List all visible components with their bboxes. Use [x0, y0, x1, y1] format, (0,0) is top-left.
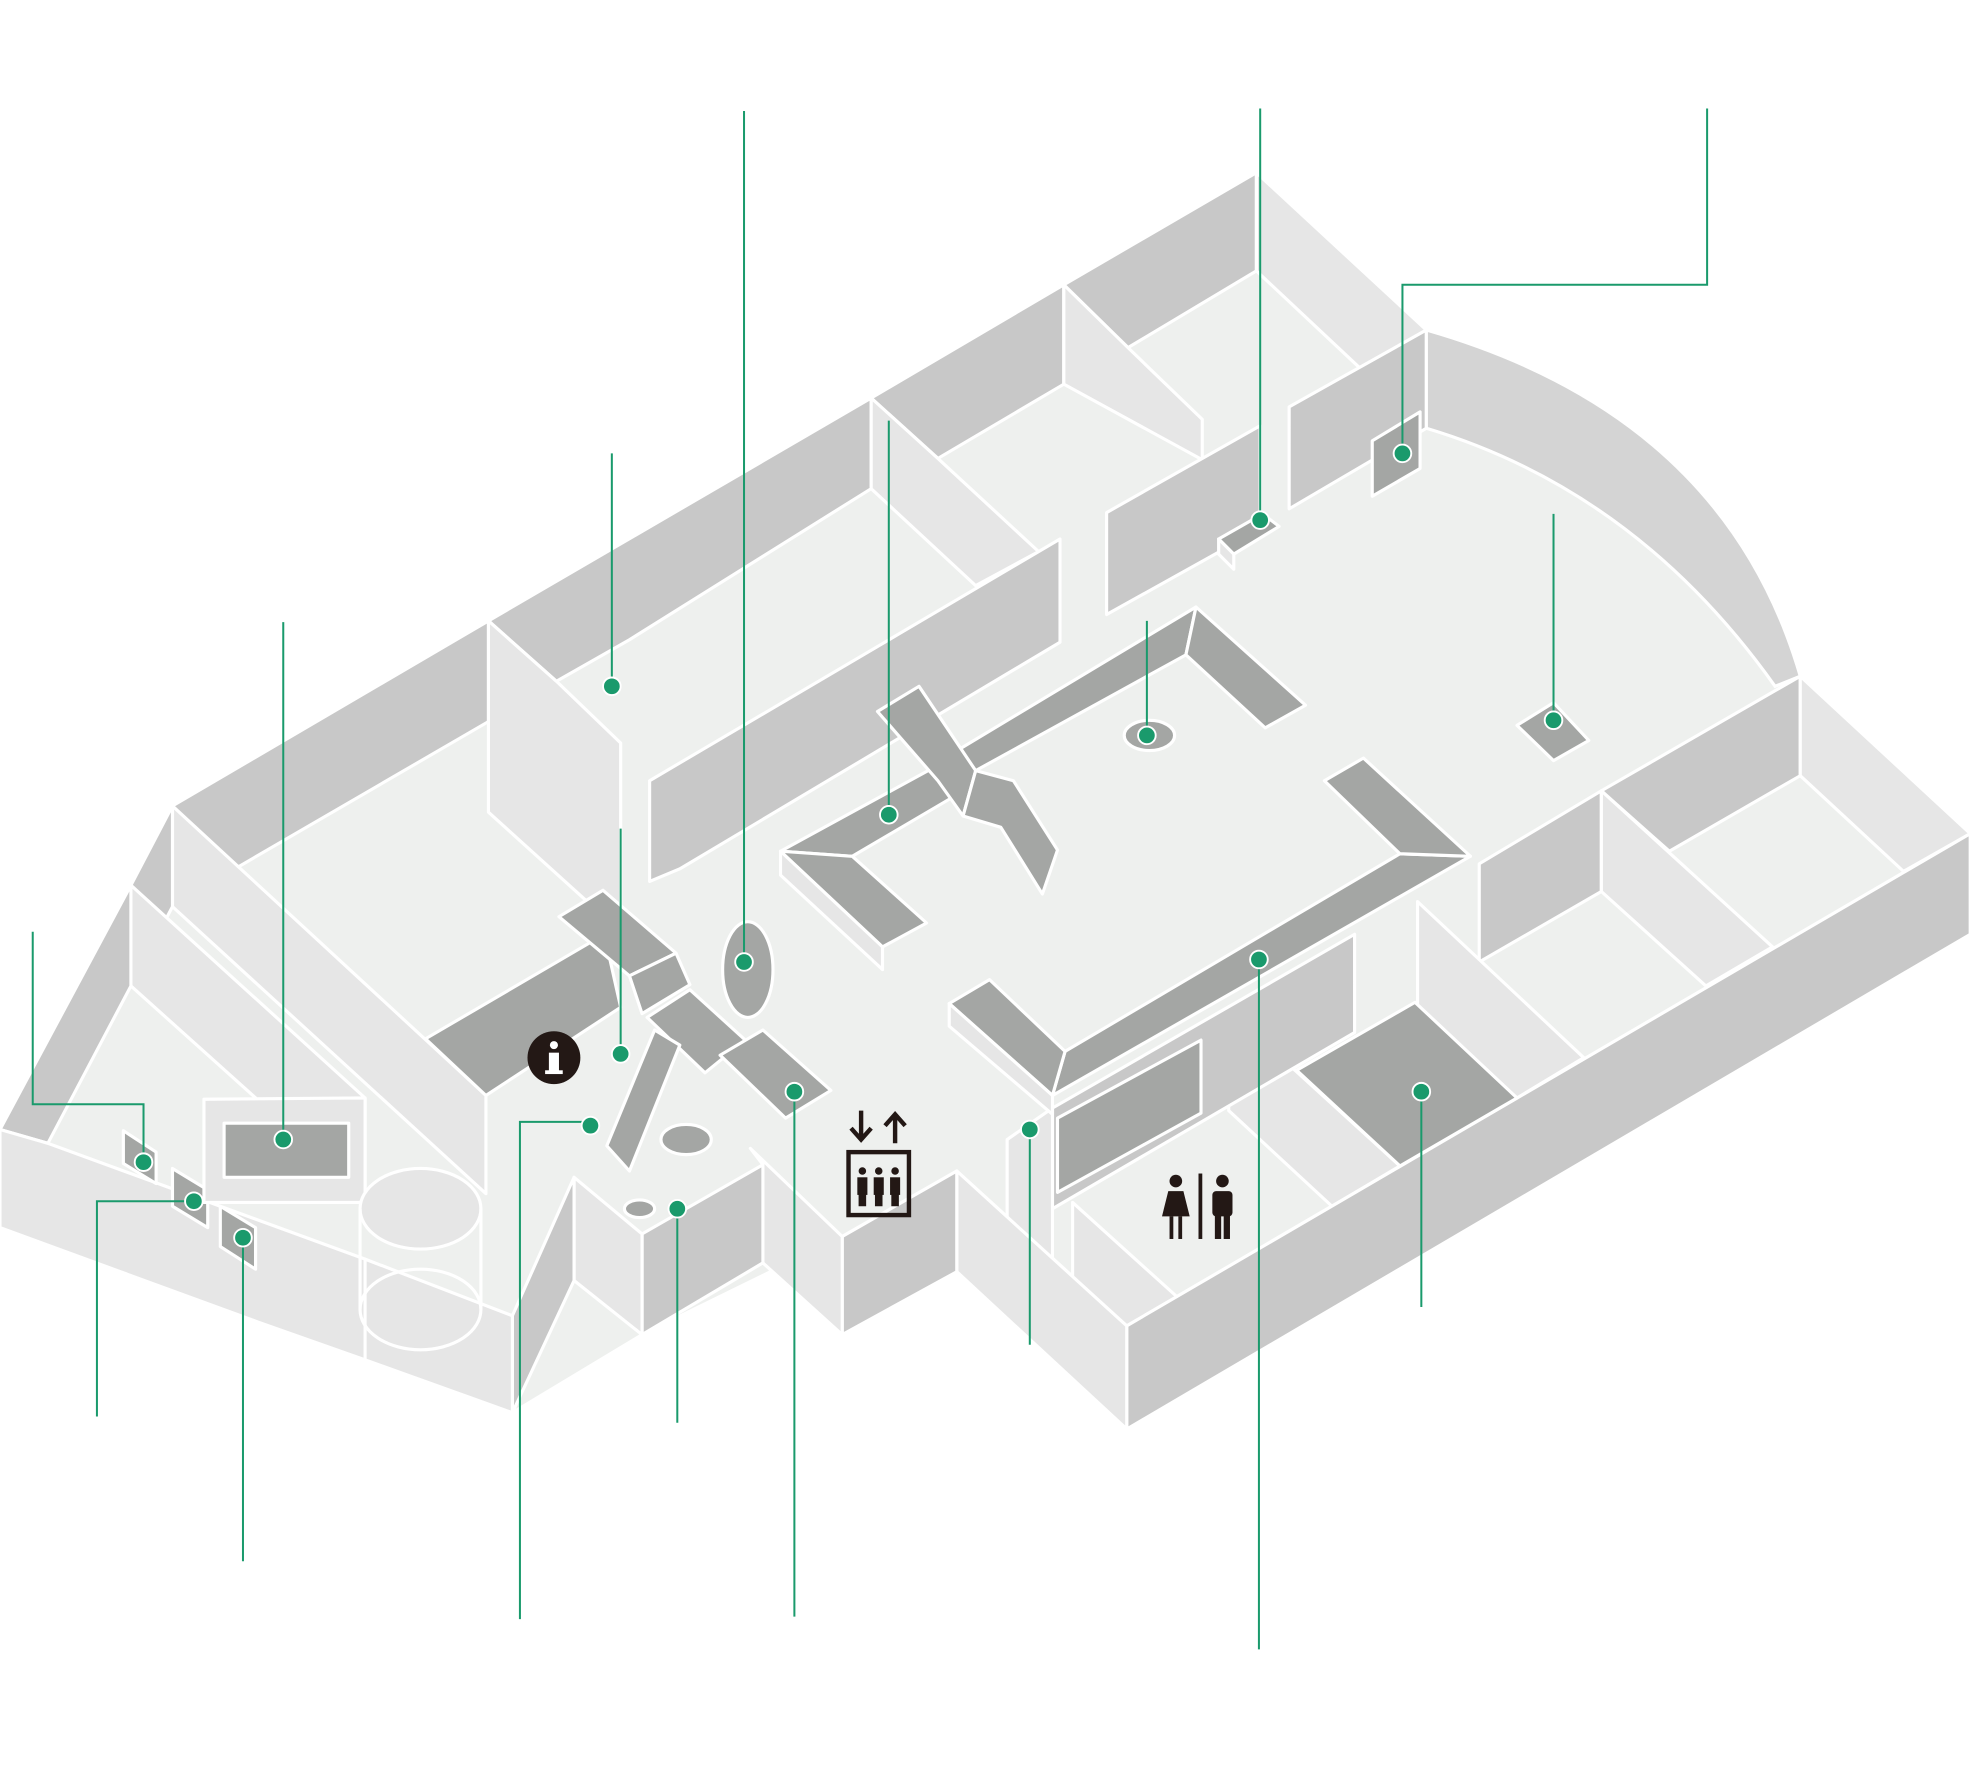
counter-side: [947, 1001, 1055, 1116]
partition-wall: [648, 537, 1062, 884]
revolving-door-body: [358, 1208, 483, 1310]
stair: [605, 1028, 682, 1173]
restroom-icon[interactable]: [1161, 1173, 1233, 1239]
callout-marker[interactable]: [1411, 1081, 1432, 1102]
display-stand: [718, 1028, 833, 1120]
room-block: [1295, 1000, 1519, 1168]
service-counter-top: [222, 1121, 351, 1179]
callout-marker[interactable]: [734, 952, 754, 972]
side-wall: [1062, 283, 1204, 462]
elevator-icon[interactable]: [846, 1110, 912, 1218]
walls-layer: [0, 171, 1972, 1431]
revolving-door: [358, 1166, 483, 1251]
callout-marker[interactable]: [667, 1199, 688, 1219]
callout-marker[interactable]: [1249, 949, 1269, 970]
callout-marker[interactable]: [1250, 510, 1270, 530]
callout-marker[interactable]: [133, 1152, 154, 1172]
bench-side: [1217, 537, 1236, 571]
front-wall: [748, 1146, 844, 1337]
callout-line: [31, 931, 145, 1163]
callout-marker[interactable]: [784, 1081, 805, 1102]
callout-marker[interactable]: [1392, 443, 1413, 464]
revolving-door-base: [358, 1267, 483, 1352]
callout-marker[interactable]: [580, 1115, 601, 1136]
callout-marker[interactable]: [233, 1227, 253, 1248]
callout-line: [1401, 108, 1709, 454]
wall-panel: [1055, 1038, 1203, 1194]
callout-line: [95, 1200, 194, 1417]
callout-lines: [31, 108, 1709, 1650]
callout-marker[interactable]: [602, 676, 622, 697]
left-escalator: [627, 951, 692, 1016]
counter-end: [1322, 756, 1473, 858]
callout-marker[interactable]: [1137, 725, 1157, 746]
escalator: [961, 769, 1060, 896]
information-icon[interactable]: [527, 1031, 581, 1085]
callout-marker[interactable]: [184, 1191, 204, 1211]
callout-marker[interactable]: [1020, 1119, 1040, 1140]
small-kiosk: [1515, 701, 1591, 763]
round-table: [622, 1198, 657, 1220]
callout-marker[interactable]: [610, 1044, 631, 1064]
callout-marker[interactable]: [879, 804, 899, 825]
right-room-wall: [1599, 789, 1775, 988]
callout-marker[interactable]: [273, 1129, 294, 1150]
round-table: [659, 1122, 713, 1157]
central-counter: [1184, 605, 1308, 730]
counter-side: [778, 849, 885, 972]
callout-marker[interactable]: [1543, 710, 1564, 731]
